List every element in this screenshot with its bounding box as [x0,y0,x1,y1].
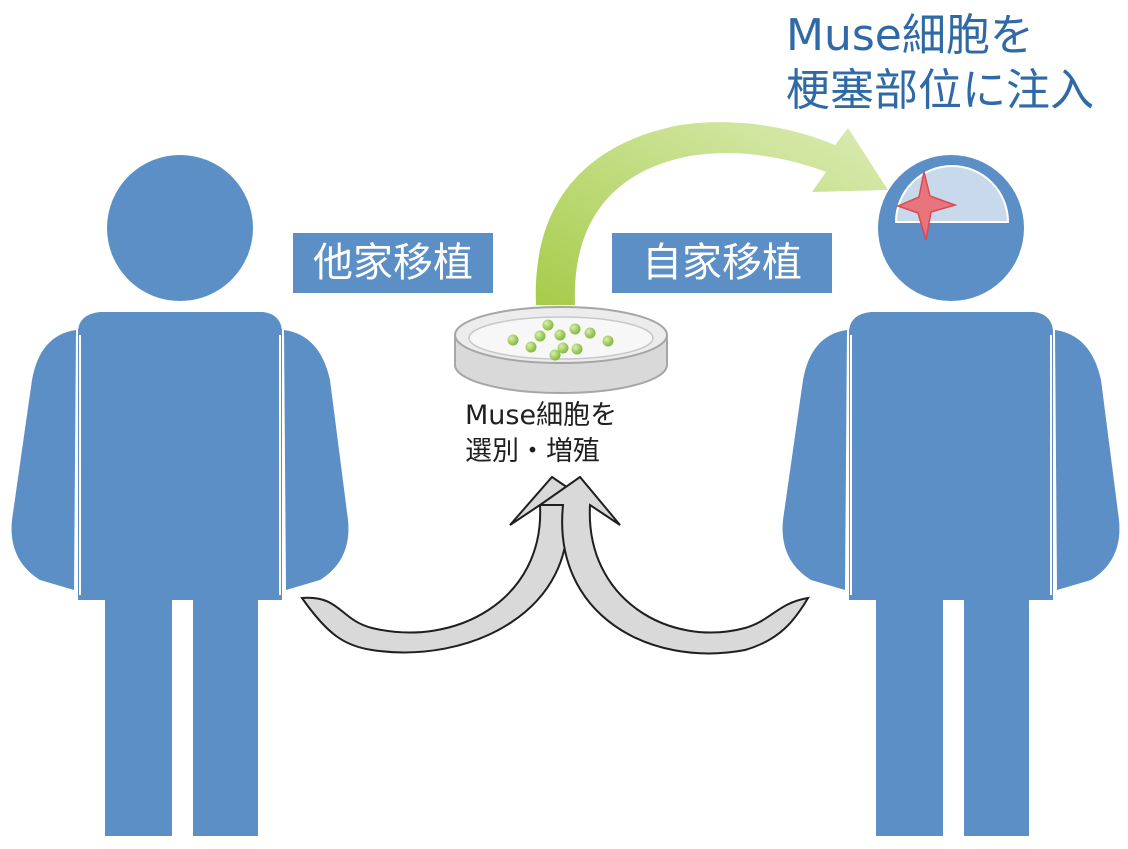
star-icon [895,171,958,241]
cell-cluster [507,319,614,361]
injection-caption-line2: 梗塞部位に注入 [786,65,1094,116]
dish-caption-line1: Muse細胞を [465,400,618,431]
dish-caption-line2: 選別・増殖 [465,436,600,467]
injection-caption: Muse細胞を 梗塞部位に注入 [786,8,1094,118]
left-person-icon [11,155,349,836]
green-arrow [535,122,888,305]
autologous-label: 自家移植 [612,233,832,293]
right-person-icon [782,155,1120,836]
right-gray-arrow [536,475,810,655]
injection-caption-line1: Muse細胞を [786,10,1034,61]
allogeneic-label: 他家移植 [293,233,493,293]
dish-caption: Muse細胞を 選別・増殖 [465,398,617,470]
